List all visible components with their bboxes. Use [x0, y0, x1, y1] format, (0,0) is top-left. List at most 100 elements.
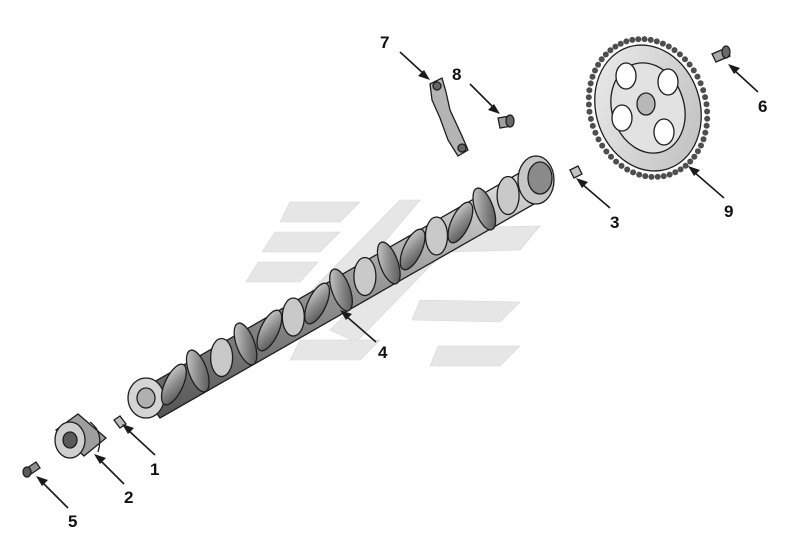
- camshaft-journal: [353, 256, 377, 297]
- gear-tooth: [602, 51, 609, 58]
- gear-tooth: [682, 162, 689, 169]
- bolt-part-8: [497, 114, 515, 129]
- gear-tooth: [592, 129, 599, 136]
- gear-tooth: [653, 38, 660, 45]
- callout-label-4: 4: [378, 343, 388, 362]
- camshaft-lobe: [447, 201, 474, 244]
- gear-tooth: [703, 101, 710, 108]
- bolt-part-6: [711, 45, 731, 63]
- gear-tooth: [691, 153, 698, 160]
- callout-label-5: 5: [68, 512, 77, 531]
- camshaft-journal: [281, 297, 305, 337]
- camshaft-lobe: [399, 228, 426, 271]
- gear-tooth: [630, 169, 637, 176]
- camshaft-lobe: [185, 349, 210, 393]
- gear-tooth: [608, 153, 614, 160]
- gear-tooth: [687, 158, 694, 165]
- camshaft-lobe: [160, 363, 187, 406]
- gear-tooth: [647, 36, 654, 43]
- gear-tooth: [599, 142, 606, 149]
- gear-tooth: [660, 173, 667, 180]
- gear-tooth: [654, 173, 661, 180]
- gear-tooth: [698, 142, 704, 149]
- camshaft-journal: [424, 216, 449, 256]
- gear-tooth: [585, 101, 592, 108]
- gear-tooth: [665, 43, 672, 50]
- gear-tooth: [586, 87, 593, 94]
- gear-tooth: [587, 115, 594, 122]
- callout-6: 6: [728, 64, 767, 116]
- camshaft-journal: [496, 175, 520, 216]
- camshaft-journal: [209, 337, 234, 378]
- gear-tooth: [598, 56, 605, 63]
- dowel-part-3: [569, 165, 583, 179]
- callout-7: 7: [380, 33, 430, 80]
- callout-5: 5: [36, 476, 77, 531]
- gear-tooth: [694, 73, 701, 80]
- camshaft-part-4: [127, 155, 555, 419]
- gear-tooth: [635, 36, 642, 43]
- camshaft-lobe: [233, 322, 258, 366]
- callout-2: 2: [94, 454, 133, 507]
- gear-tooth: [677, 166, 684, 173]
- callout-label-3: 3: [610, 213, 619, 232]
- gear-tooth: [607, 47, 614, 54]
- gear-tooth: [613, 158, 620, 165]
- gear-tooth: [700, 87, 707, 94]
- gear-tooth: [617, 40, 624, 47]
- callout-9: 9: [688, 166, 733, 221]
- gear-tooth: [704, 108, 711, 115]
- gear-tooth: [648, 173, 655, 180]
- gear-tooth: [603, 148, 610, 155]
- thrust-collar-part-2: [54, 413, 108, 459]
- callout-4: 4: [340, 310, 388, 362]
- bracket-part-7: [429, 77, 469, 157]
- callout-label-8: 8: [452, 65, 461, 84]
- gear-tooth: [595, 136, 602, 143]
- gear-tooth: [700, 136, 707, 143]
- gear-tooth: [682, 56, 688, 63]
- screw-part-5: [22, 461, 41, 478]
- gear-tooth: [587, 80, 594, 87]
- gear-tooth: [585, 94, 592, 101]
- gear-tooth: [703, 122, 710, 129]
- gear-tooth: [642, 173, 649, 180]
- gear-tooth: [702, 94, 709, 101]
- gear-tooth: [636, 171, 643, 178]
- callout-label-2: 2: [124, 488, 133, 507]
- gear-tooth: [586, 108, 593, 115]
- callout-label-9: 9: [724, 202, 733, 221]
- callout-1: 1: [122, 424, 159, 479]
- gear-tooth: [624, 166, 631, 173]
- gear-tooth: [676, 51, 683, 58]
- gear-tooth: [589, 73, 596, 80]
- gear-tooth: [595, 61, 602, 68]
- gear-tooth: [704, 115, 711, 122]
- gear-tooth: [623, 38, 630, 45]
- gear-tooth: [592, 67, 598, 74]
- gear-tooth: [659, 40, 666, 47]
- callout-8: 8: [452, 65, 500, 114]
- camshaft-lobe: [329, 268, 353, 312]
- gear-tooth: [629, 36, 636, 43]
- camshaft-lobe: [472, 187, 497, 231]
- gear-tooth: [690, 67, 697, 74]
- camshaft-gear-part-9: [585, 36, 711, 180]
- gear-tooth: [671, 47, 678, 54]
- gear-tooth: [589, 122, 596, 129]
- gear-tooth: [694, 148, 701, 155]
- gear-tooth: [666, 171, 673, 178]
- camshaft-lobe: [256, 309, 283, 352]
- callout-3: 3: [576, 178, 619, 232]
- gear-tooth: [618, 162, 625, 169]
- camshaft-lobe: [376, 241, 401, 285]
- gear-tooth: [697, 80, 704, 87]
- gear-tooth: [672, 169, 679, 176]
- gear-tooth: [641, 36, 648, 43]
- callout-label-6: 6: [758, 97, 767, 116]
- callout-label-7: 7: [380, 33, 389, 52]
- gear-tooth: [686, 61, 693, 68]
- gear-tooth: [702, 129, 709, 136]
